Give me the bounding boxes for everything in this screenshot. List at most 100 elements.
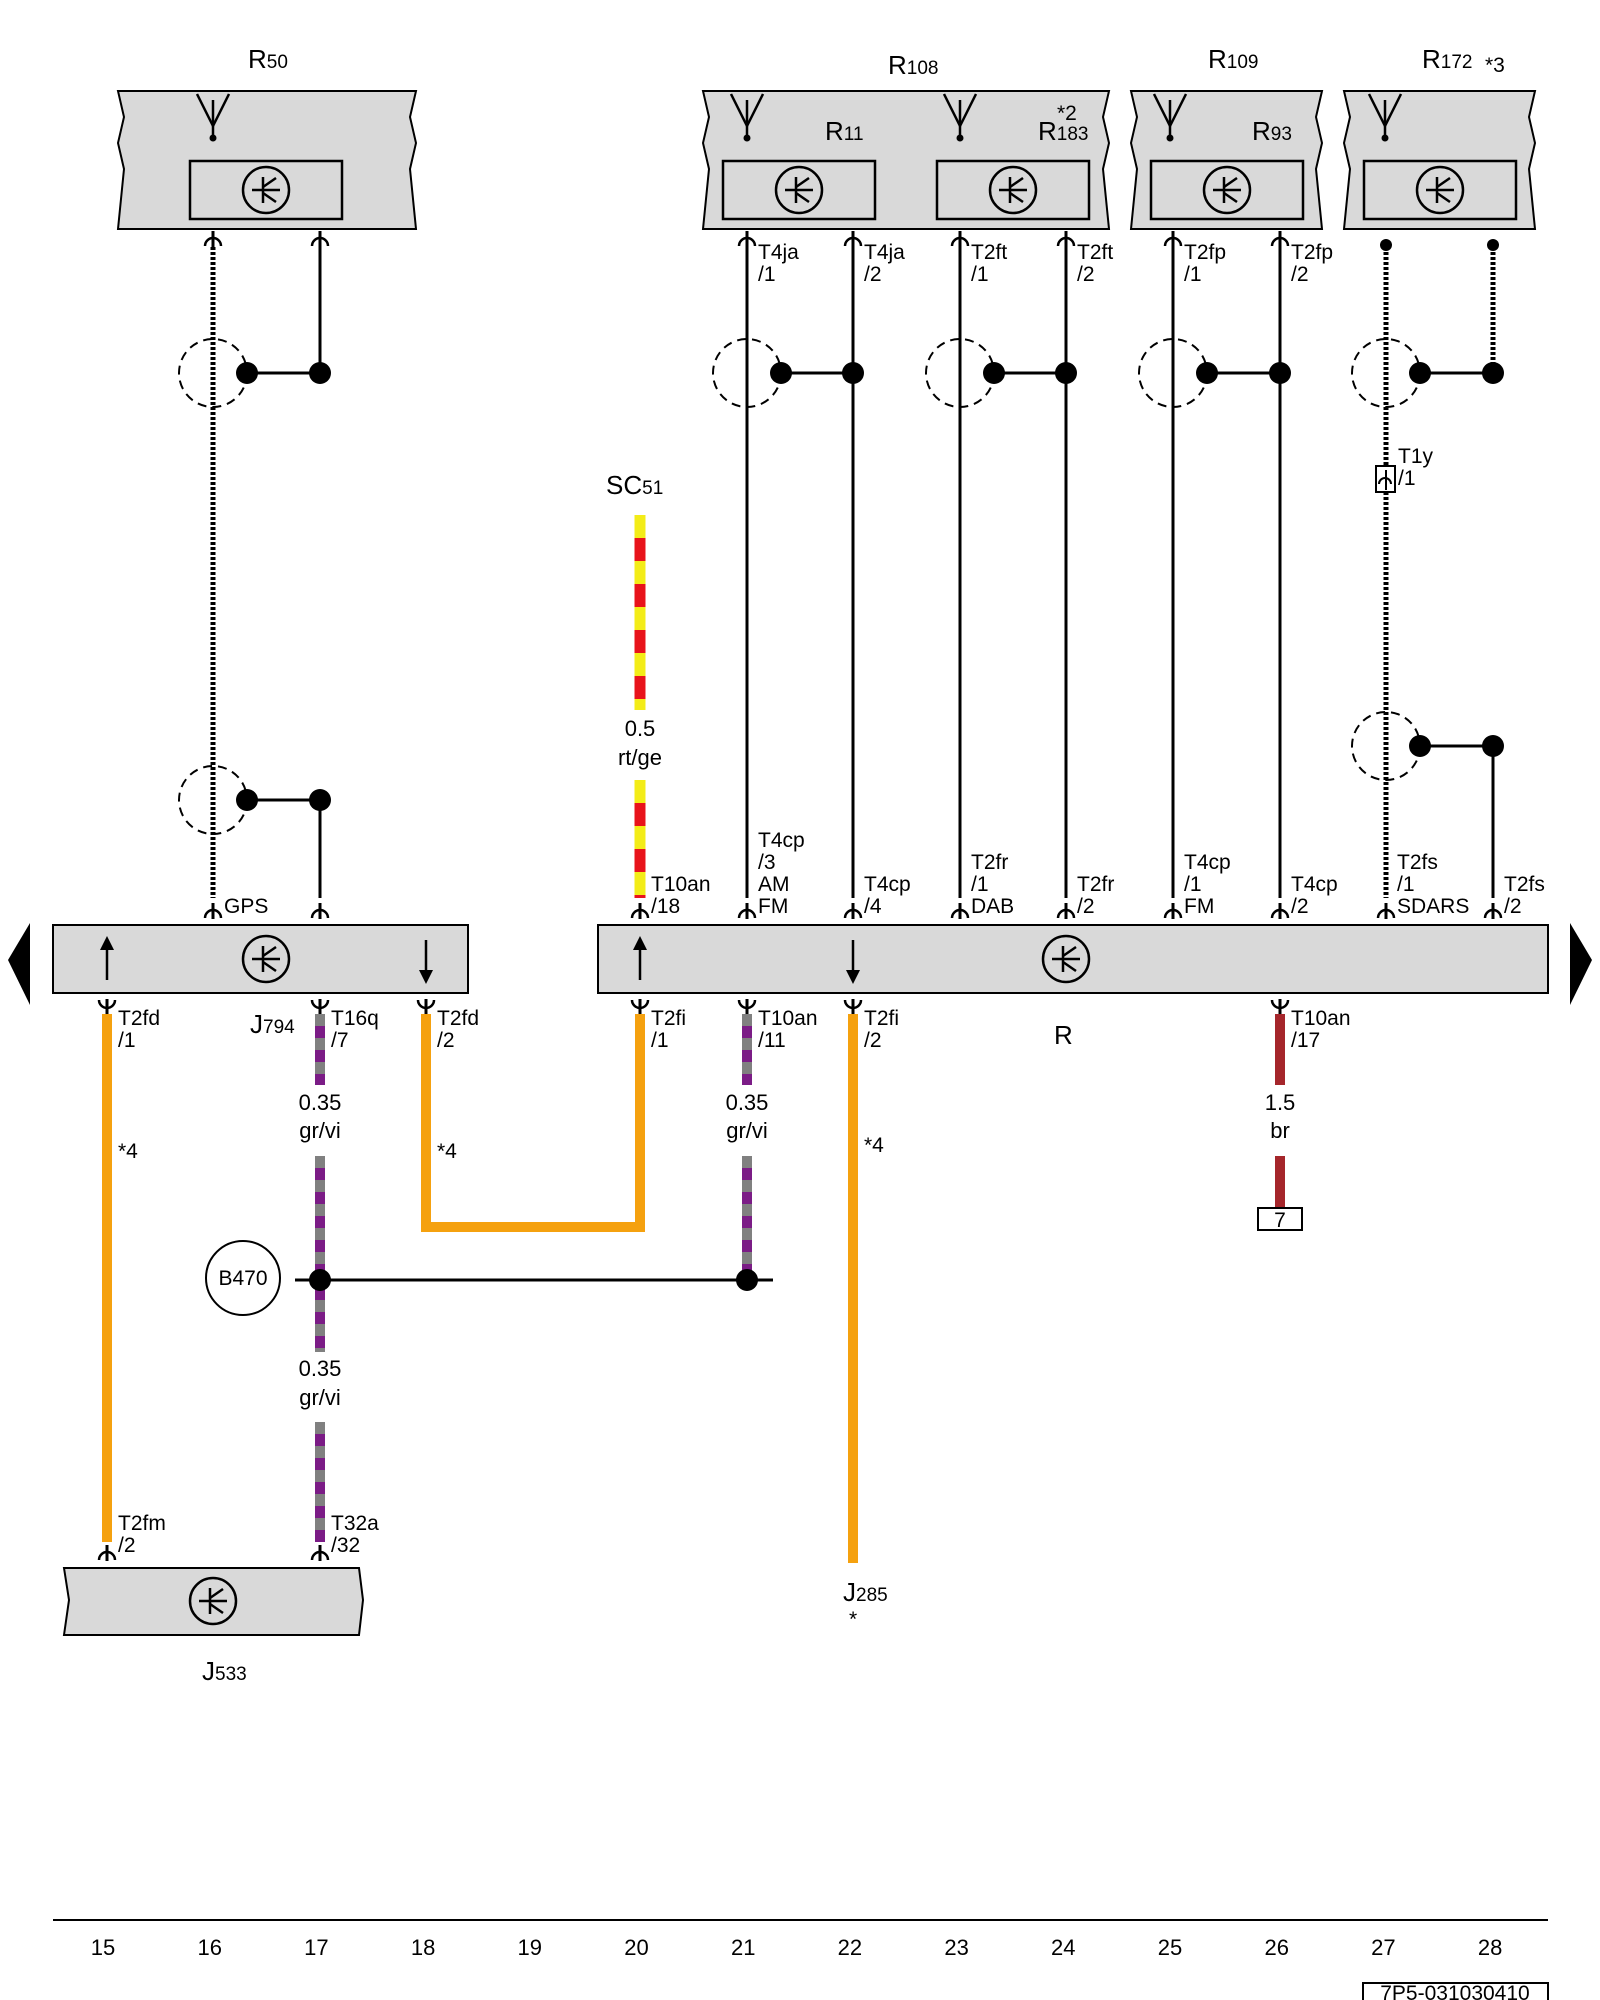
j533-module: T2fm/2 T32a/32 J533	[62, 1512, 379, 1686]
svg-text:*: *	[849, 1608, 857, 1631]
column-number: 25	[1158, 1935, 1182, 1960]
column-number: 26	[1264, 1935, 1288, 1960]
column-number: 18	[411, 1935, 435, 1960]
column-number: 23	[944, 1935, 968, 1960]
svg-text:T32a/32: T32a/32	[331, 1512, 379, 1557]
b470-junction: B470	[205, 1240, 281, 1316]
svg-text:T4ja/1: T4ja/1	[758, 241, 799, 286]
t1y-connector: T1y/1	[1375, 445, 1434, 493]
r183-label: R183	[1038, 116, 1088, 146]
component-symbol-icon	[988, 165, 1038, 215]
r108-label: R108	[888, 50, 938, 80]
svg-text:T16q/7: T16q/7	[331, 1007, 379, 1052]
svg-text:7: 7	[1274, 1209, 1286, 1232]
component-symbol-icon	[188, 1576, 238, 1626]
arrow-down-icon	[419, 970, 433, 984]
svg-text:0.35: 0.35	[726, 1090, 769, 1115]
column-numbers: 15 16 17 18 19 20 21 22 23 24 25 26 27 28	[91, 1935, 1503, 1960]
svg-text:*4: *4	[437, 1140, 457, 1163]
arrow-up-icon	[100, 936, 114, 950]
svg-text:T2fp/2: T2fp/2	[1291, 241, 1333, 286]
wire-annotations: 0.35 gr/vi 0.35 gr/vi 0.35 gr/vi 1.5 br …	[118, 1090, 1295, 1410]
svg-text:T1y/1: T1y/1	[1398, 445, 1434, 490]
svg-text:T4cp/2: T4cp/2	[1291, 873, 1338, 918]
sc51-wire-size: 0.5	[625, 716, 656, 741]
svg-text:T2fs/2: T2fs/2	[1504, 873, 1545, 918]
svg-text:T2fp/1: T2fp/1	[1184, 241, 1226, 286]
r-radio-module: R	[597, 924, 1549, 1050]
column-number: 27	[1371, 1935, 1395, 1960]
r50-component: R50	[116, 44, 418, 230]
j794-module: J794	[52, 924, 469, 1039]
column-number: 28	[1478, 1935, 1502, 1960]
svg-text:*4: *4	[864, 1134, 884, 1157]
component-symbol-icon	[1415, 165, 1465, 215]
j533-label: J533	[202, 1656, 247, 1686]
svg-text:T4cp/4: T4cp/4	[864, 873, 911, 918]
svg-text:T2fr/2: T2fr/2	[1077, 873, 1114, 918]
footer-code: 7P5-031030410	[1362, 1982, 1549, 2000]
coax-wires	[178, 247, 1504, 898]
svg-text:gr/vi: gr/vi	[299, 1385, 341, 1410]
continue-right-icon	[1570, 923, 1592, 1005]
column-number: 19	[518, 1935, 542, 1960]
svg-text:B470: B470	[218, 1267, 267, 1290]
svg-text:T10an/17: T10an/17	[1291, 1007, 1351, 1052]
middle-bottom-pins	[97, 997, 1290, 1017]
column-number: 15	[91, 1935, 115, 1960]
column-number: 17	[304, 1935, 328, 1960]
svg-text:7P5-031030410: 7P5-031030410	[1380, 1982, 1529, 2000]
j285-reference: J285 *	[843, 1577, 888, 1631]
j794-label: J794	[250, 1009, 295, 1039]
component-symbol-icon	[241, 934, 291, 984]
component-symbol-icon	[774, 165, 824, 215]
svg-text:0.35: 0.35	[299, 1090, 342, 1115]
r172-note: *3	[1485, 54, 1505, 77]
r108-component: R108 R11 R183 *2	[701, 50, 1111, 230]
svg-text:T10an/18: T10an/18	[651, 873, 711, 918]
sc51-fuse: SC51 0.5 rt/ge	[606, 470, 663, 898]
svg-text:1.5: 1.5	[1265, 1090, 1296, 1115]
r-label: R	[1054, 1020, 1073, 1050]
svg-text:T2fi/2: T2fi/2	[864, 1007, 899, 1052]
r109-component: R109 R93	[1129, 44, 1324, 230]
arrow-down-icon	[846, 970, 860, 984]
continue-left-icon	[8, 923, 30, 1005]
r11-label: R11	[825, 116, 864, 146]
svg-text:gr/vi: gr/vi	[299, 1118, 341, 1143]
r50-label: R50	[248, 44, 288, 74]
component-symbol-icon	[1041, 934, 1091, 984]
sc51-label: SC51	[606, 470, 663, 500]
svg-text:T2ft/1: T2ft/1	[971, 241, 1007, 286]
top-pins	[203, 229, 1499, 251]
arrow-up-icon	[633, 936, 647, 950]
svg-text:T4cp/1FM: T4cp/1FM	[1184, 851, 1231, 918]
column-number: 16	[197, 1935, 221, 1960]
column-number: 24	[1051, 1935, 1075, 1960]
svg-text:T2fd/2: T2fd/2	[437, 1007, 479, 1052]
column-number: 20	[624, 1935, 648, 1960]
middle-bottom-connector-labels: T2fd/1 T16q/7 T2fd/2 T2fi/1 T10an/11 T2f…	[118, 1007, 1351, 1052]
svg-text:T2fi/1: T2fi/1	[651, 1007, 686, 1052]
svg-text:T2ft/2: T2ft/2	[1077, 241, 1113, 286]
svg-text:0.35: 0.35	[299, 1356, 342, 1381]
column-number: 21	[731, 1935, 755, 1960]
sc51-wire-color: rt/ge	[618, 745, 662, 770]
svg-text:J285: J285	[843, 1577, 888, 1607]
svg-text:T2fd/1: T2fd/1	[118, 1007, 160, 1052]
svg-text:T10an/11: T10an/11	[758, 1007, 818, 1052]
component-symbol-icon	[1202, 165, 1252, 215]
lower-wires	[102, 1014, 1285, 1563]
r183-note: *2	[1057, 102, 1077, 125]
r109-label: R109	[1208, 44, 1258, 74]
r172-component: R172 *3	[1342, 44, 1537, 230]
column-number: 22	[838, 1935, 862, 1960]
svg-text:br: br	[1270, 1118, 1290, 1143]
svg-text:GPS: GPS	[224, 895, 268, 918]
svg-text:gr/vi: gr/vi	[726, 1118, 768, 1143]
